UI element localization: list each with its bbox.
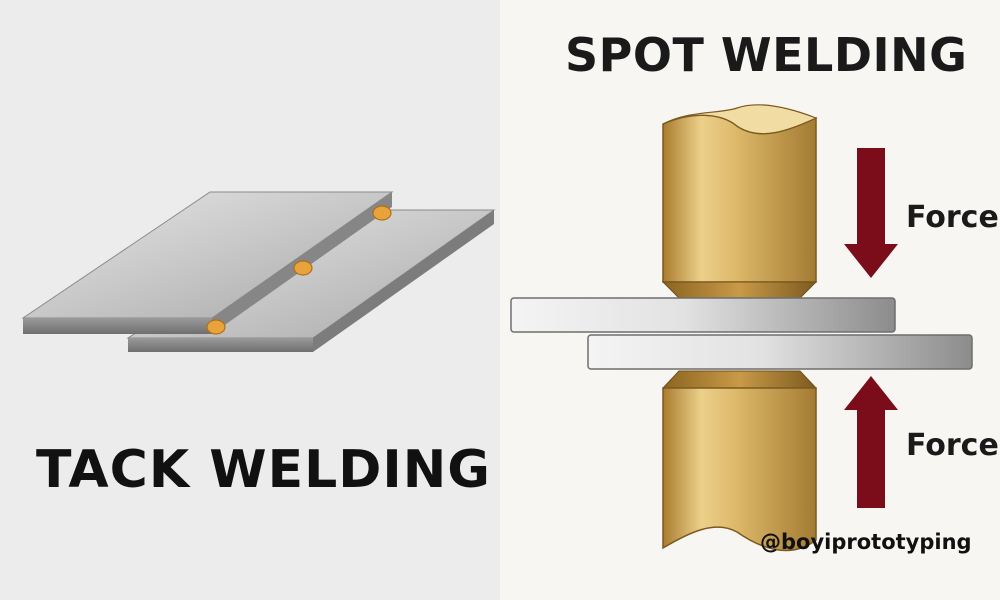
upper-electrode: [661, 104, 818, 299]
tack-welding-title: TACK WELDING: [36, 440, 491, 500]
force-up-arrow-icon: [844, 376, 898, 508]
tack-weld-spot: [293, 260, 313, 276]
force-down-arrow-icon: [844, 148, 898, 278]
force-label-top: Force: [906, 200, 999, 235]
tack-weld-spot: [372, 205, 392, 221]
lower-metal-sheet: [587, 334, 973, 370]
lower-electrode: [661, 370, 818, 552]
spot-welding-title: SPOT WELDING: [565, 28, 968, 82]
watermark-text: @boyiprototyping: [760, 530, 972, 554]
force-label-bottom: Force: [906, 428, 999, 463]
tack-weld-spot: [206, 319, 226, 335]
upper-metal-sheet: [510, 297, 896, 333]
tack-weld-spots: [206, 205, 392, 335]
